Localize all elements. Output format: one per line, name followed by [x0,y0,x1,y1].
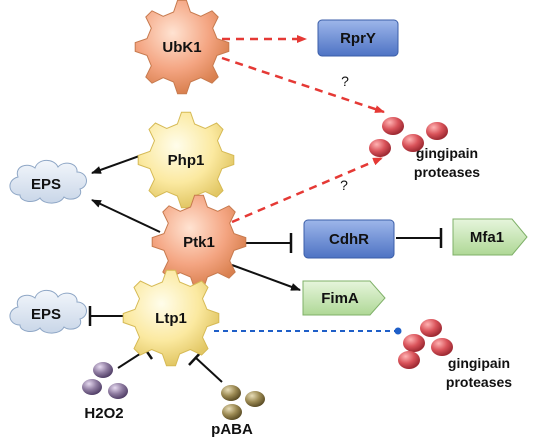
paba-sphere [245,391,265,407]
paba-sphere [221,385,241,401]
protease-sphere [402,134,424,152]
protease-sphere [398,351,420,369]
proteases-top: gingipain proteases [369,117,480,180]
mfa1-shape [452,218,528,256]
target-fima: FimA [302,280,386,316]
kinase-ptk1: Ptk1 [151,194,247,290]
eps-bottom-label: EPS [31,306,61,323]
question-mark-upper: ? [341,73,349,89]
protease-sphere [431,338,453,356]
ubk1-label: UbK1 [162,39,201,56]
ptk1-label: Ptk1 [183,234,215,251]
inhibit-paba-to-ltp1 [195,357,223,383]
proteases-bottom-line1: gingipain [448,355,510,371]
ltp1-gear-shape [122,269,220,367]
h2o2-sphere [108,383,128,399]
h2o2-label: H2O2 [84,405,123,422]
rpry-box [317,19,399,57]
protease-sphere [420,319,442,337]
arrow-ptk1-to-proteases [231,156,383,224]
kinase-ltp1: Ltp1 [122,269,220,367]
eps-cloud-top: EPS [9,159,87,204]
kinase-php1: Php1 [137,111,235,209]
mfa1-label: Mfa1 [470,229,504,246]
fima-label: FimA [321,290,359,307]
arrow-ubk1-to-proteases [221,56,385,114]
arrow-ptk1-to-eps [91,199,161,233]
target-rpry: RprY [317,19,399,57]
ubk1-gear-shape [134,0,230,95]
arrow-ptk1-to-fima [231,264,301,291]
target-cdhr: CdhR [303,219,395,259]
protease-sphere [403,334,425,352]
proteases-top-line1: gingipain [416,145,478,161]
protease-sphere [382,117,404,135]
paba-label: pABA [211,421,253,438]
stimulus-h2o2: H2O2 [82,362,128,422]
target-mfa1: Mfa1 [452,218,528,256]
h2o2-sphere [82,379,102,395]
ptk1-gear-shape [151,194,247,290]
eps-top-label: EPS [31,176,61,193]
paba-sphere [222,404,242,420]
cdhr-label: CdhR [329,231,369,248]
h2o2-sphere [93,362,113,378]
eps-cloud-bottom: EPS [9,289,87,334]
proteases-bottom-line2: proteases [446,374,512,390]
proteases-bottom: gingipain proteases [398,319,512,390]
ltp1-label: Ltp1 [155,310,187,327]
eps-bottom-shape [9,289,87,334]
proteases-top-line2: proteases [414,164,480,180]
stimulus-paba: pABA [211,385,265,438]
kinase-ubk1: UbK1 [134,0,230,95]
protease-sphere [369,139,391,157]
eps-top-shape [9,159,87,204]
rpry-label: RprY [340,30,376,47]
protease-sphere [426,122,448,140]
fima-shape [302,280,386,316]
question-mark-lower: ? [340,177,348,193]
php1-label: Php1 [168,152,205,169]
arrow-php1-to-eps [91,154,143,174]
cdhr-box [303,219,395,259]
